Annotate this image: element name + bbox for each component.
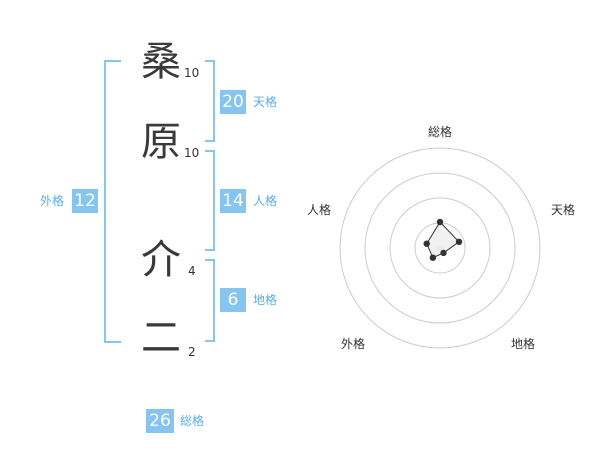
stroke-count-4: 2	[188, 345, 196, 359]
stroke-count-1: 10	[184, 66, 200, 80]
name-char-4: 二	[141, 315, 181, 361]
tenkaku-bracket	[205, 60, 215, 142]
tenkaku-badge: 20	[220, 90, 246, 114]
soukaku-label: 総格	[180, 414, 205, 428]
radar-point-1	[455, 238, 463, 245]
stroke-count-2: 10	[184, 146, 200, 160]
radar-axis-label-tenkaku: 天格	[551, 203, 576, 217]
radar-grid-ring	[389, 197, 491, 299]
jinkaku-label: 人格	[253, 194, 278, 208]
chikaku-bracket	[205, 259, 215, 342]
tenkaku-label: 天格	[253, 95, 278, 109]
name-char-3: 介	[141, 237, 181, 283]
gaikaku-label: 外格	[40, 194, 65, 208]
radar-grid-ring	[339, 147, 541, 349]
radar-data-polygon	[426, 221, 460, 259]
radar-point-0	[436, 218, 444, 226]
stroke-count-3: 4	[188, 264, 196, 278]
radar-axis-label-jinkaku: 人格	[307, 203, 332, 217]
soukaku-badge: 26	[146, 409, 174, 433]
radar-axis-label-chikaku: 地格	[511, 337, 536, 351]
radar-point-3	[429, 254, 437, 261]
radar-axis-label-gaikaku: 外格	[341, 337, 366, 351]
radar-axis-label-soukaku: 総格	[428, 125, 453, 139]
radar-point-4	[423, 240, 430, 247]
chikaku-label: 地格	[253, 293, 278, 307]
chikaku-badge: 6	[220, 288, 246, 312]
gaikaku-bracket	[104, 60, 121, 343]
jinkaku-bracket	[205, 150, 215, 251]
radar-point-2	[440, 249, 447, 257]
gaikaku-badge: 12	[72, 189, 98, 213]
jinkaku-badge: 14	[220, 189, 246, 213]
radar-grid-ring	[364, 172, 516, 324]
name-char-1: 桑	[141, 39, 181, 85]
name-char-2: 原	[141, 119, 181, 165]
